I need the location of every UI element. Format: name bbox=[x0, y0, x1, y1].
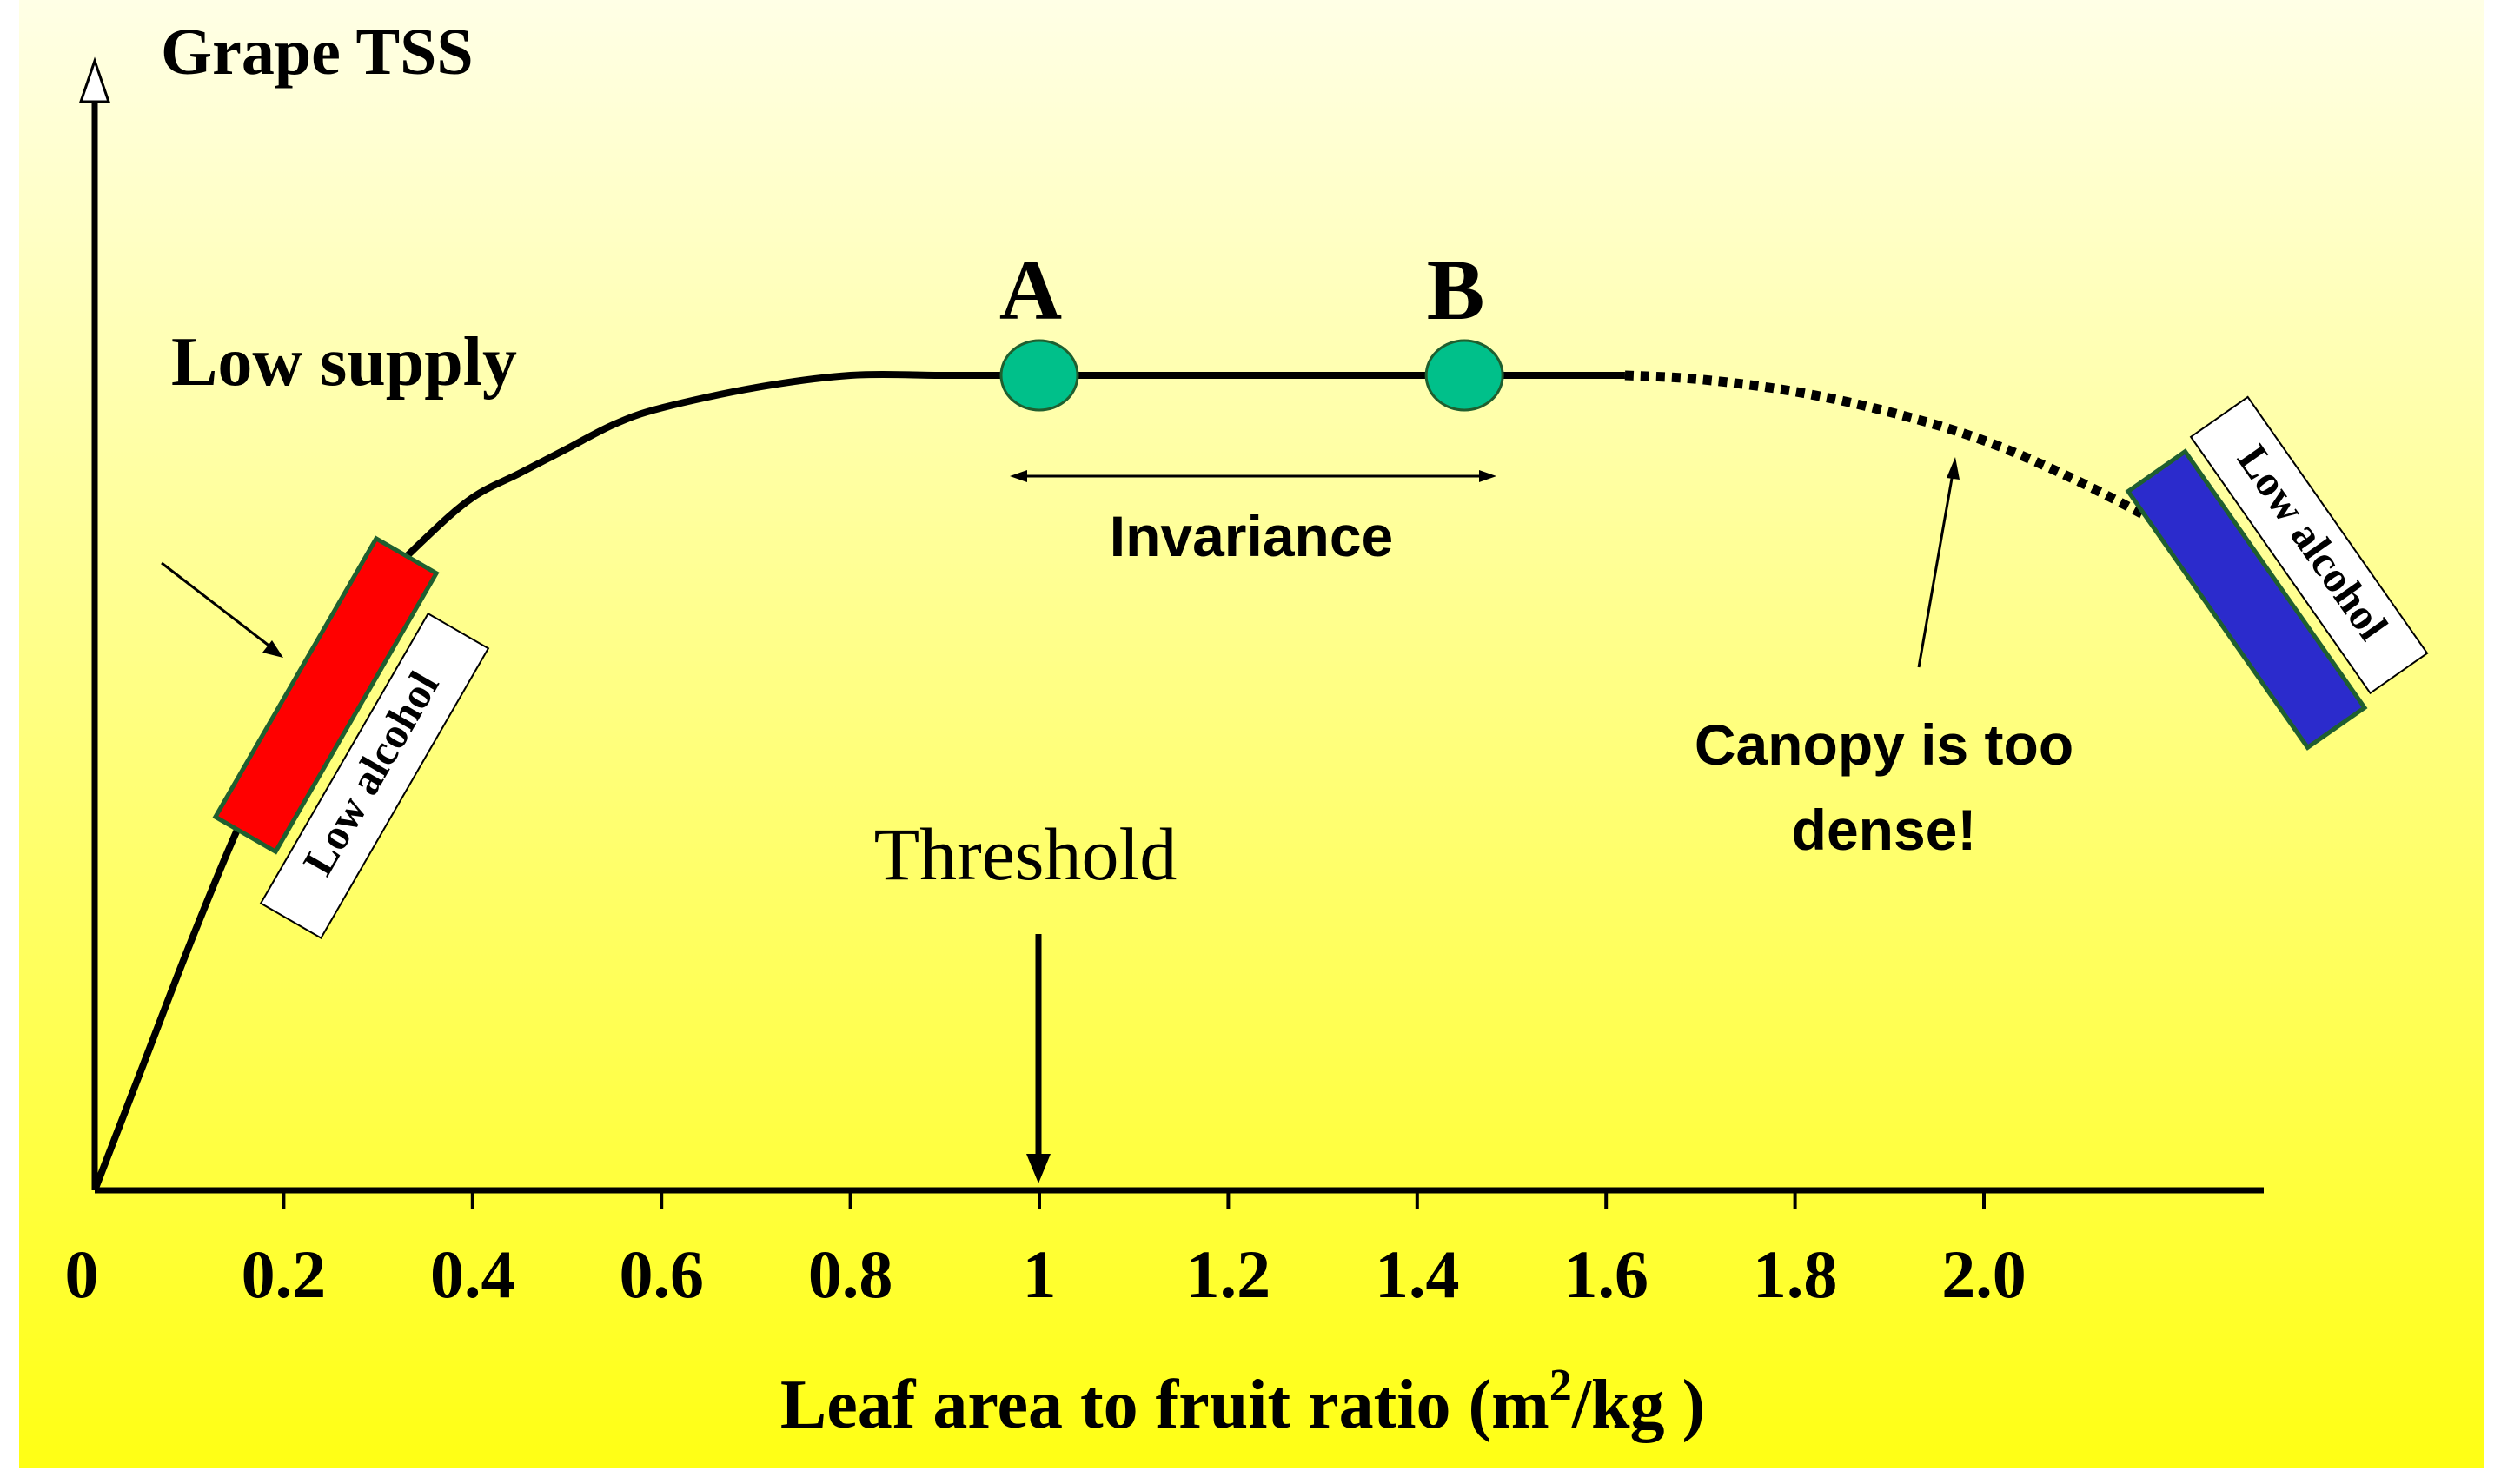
x-axis-label: Leaf area to fruit ratio (m2/kg ) bbox=[780, 1361, 1705, 1443]
red-bar bbox=[212, 535, 440, 855]
threshold-arrow bbox=[1026, 934, 1051, 1183]
right-label-box bbox=[2189, 395, 2429, 695]
x-tick-label: 0.8 bbox=[808, 1236, 893, 1312]
blue-bar bbox=[2125, 448, 2368, 751]
y-axis-arrowhead bbox=[78, 56, 111, 103]
chart-title: Grape TSS bbox=[161, 16, 474, 89]
x-axis-label-end: /kg ) bbox=[1571, 1367, 1705, 1443]
left-label-box bbox=[259, 612, 490, 940]
x-tick-label: 0 bbox=[65, 1236, 99, 1312]
low-supply-label: Low supply bbox=[171, 324, 517, 401]
x-axis-label-sup: 2 bbox=[1549, 1361, 1572, 1410]
point-label-a: A bbox=[999, 242, 1062, 338]
invariance-arrow bbox=[1010, 470, 1496, 482]
canopy-label-line2: dense! bbox=[1792, 798, 1977, 862]
x-tick-label: 0.6 bbox=[619, 1236, 704, 1312]
x-tick-label: 2.0 bbox=[1941, 1236, 2027, 1312]
x-tick-label: 1 bbox=[1023, 1236, 1057, 1312]
left-pointer-arrow bbox=[161, 561, 283, 658]
canopy-pointer-arrow bbox=[1917, 457, 1960, 668]
x-tick-label: 1.6 bbox=[1563, 1236, 1649, 1312]
point-label-b: B bbox=[1427, 242, 1485, 338]
threshold-label: Threshold bbox=[874, 812, 1178, 896]
x-axis-label-main: Leaf area to fruit ratio (m bbox=[780, 1367, 1549, 1443]
x-tick-label: 0.2 bbox=[242, 1236, 327, 1312]
canopy-label-line1: Canopy is too bbox=[1695, 712, 2073, 777]
x-tick-labels: 0 0.2 0.4 0.6 0.8 1 1.2 1.4 1.6 1.8 2.0 bbox=[65, 1236, 2027, 1312]
x-tick-label: 1.4 bbox=[1375, 1236, 1460, 1312]
series-line-dotted bbox=[1624, 370, 2175, 535]
point-b bbox=[1424, 339, 1504, 412]
x-tick-label: 1.8 bbox=[1753, 1236, 1838, 1312]
x-tick-label: 0.4 bbox=[430, 1236, 515, 1312]
series-line-solid bbox=[91, 370, 1625, 1192]
x-tick-label: 1.2 bbox=[1186, 1236, 1271, 1312]
point-a bbox=[999, 339, 1079, 412]
invariance-label: Invariance bbox=[1110, 504, 1394, 568]
x-ticks bbox=[282, 1190, 1986, 1209]
